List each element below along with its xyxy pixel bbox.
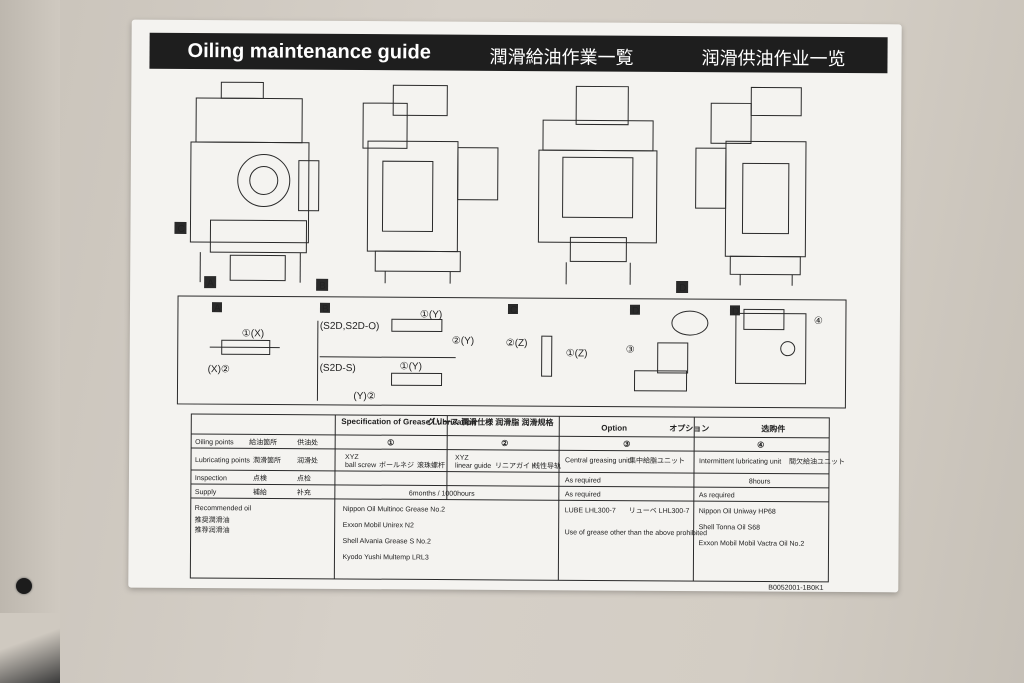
machine-rear-view: [537, 85, 658, 285]
row-insp-ja: 点検: [253, 473, 267, 482]
cell-ball-zh: 滚珠螺杆: [417, 460, 445, 469]
cell-intermittent: Intermittent lubricating unit: [699, 458, 781, 466]
cell-central-ja: 集中給脂ユニット: [629, 456, 685, 465]
part-number: B0052001-1B0K1: [768, 585, 823, 592]
machine-side-view-right: [695, 86, 807, 286]
table-h-option-ja: オプション: [669, 423, 709, 433]
row-oiling-ja: 給油箇所: [249, 437, 277, 446]
cell-six-months: 6months / 1000hours: [409, 490, 475, 497]
col-3: ③: [623, 440, 630, 449]
row-supply: Supply: [195, 489, 217, 496]
callout-a: A: [207, 278, 214, 289]
x1-label: ①(X): [242, 328, 264, 339]
opt-oil-3: Exxon Mobil Mobil Vactra Oil No.2: [699, 540, 805, 548]
cell-xyz-2: XYZ: [455, 455, 469, 462]
cell-as-required-3: As required: [565, 477, 601, 484]
plate-drawings: C A B D A B C D D ①(X) (X)② (S2D,S2D-O) …: [174, 81, 847, 592]
row-supply-zh: 补充: [297, 488, 311, 497]
opt-oil-1: Nippon Oil Uniway HP68: [699, 508, 776, 515]
oil-1: Nippon Oil Multinoc Grease No.2: [343, 506, 445, 514]
col-4: ④: [757, 440, 764, 449]
cell-linear-zh: 线性导轨: [533, 461, 561, 470]
detail-b-label: B: [322, 304, 329, 315]
y4-label: (Y)②: [353, 391, 375, 402]
z2-label: ①(Z): [566, 348, 588, 359]
row-oil: Recommended oil: [195, 505, 252, 512]
cell-linear-ja: リニアガイド: [495, 461, 537, 470]
row-lub-zh: 润滑处: [297, 456, 318, 465]
row-oiling-zh: 供油处: [297, 438, 318, 447]
opt-oil-2: Shell Tonna Oil S68: [699, 524, 761, 531]
dark-corner: [0, 613, 60, 683]
col-2: ②: [501, 439, 508, 448]
n3-label: ③: [626, 345, 635, 356]
cell-intermittent-ja: 間欠給油ユニット: [789, 457, 845, 466]
detail-c-label: C: [510, 305, 517, 316]
table-h-spec-ja: グリース 潤滑仕様: [427, 416, 494, 426]
row-insp: Inspection: [195, 475, 227, 482]
y3-label: ①(Y): [400, 361, 422, 372]
table-h-option-zh: 选购件: [761, 424, 785, 434]
oil-lube-ja: リューベ LHL300-7: [629, 507, 690, 515]
row-oil-zh: 推荐润滑油: [195, 525, 230, 534]
table-h-option: Option: [601, 424, 627, 433]
oil-3: Shell Alvania Grease S No.2: [343, 538, 431, 546]
callout-c: C: [177, 224, 184, 235]
oil-note: Use of grease other than the above prohi…: [565, 529, 708, 537]
col-1: ①: [387, 438, 394, 447]
b-variant1: (S2D,S2D-O): [320, 321, 380, 332]
machine-side-view-left: [362, 84, 499, 284]
cell-linear: linear guide: [455, 463, 491, 470]
cell-central: Central greasing unit: [565, 457, 630, 464]
detail-a-label: A: [214, 303, 221, 314]
table-h-spec-zh: 润滑脂 润滑规格: [495, 417, 554, 427]
wall-shadow: [0, 0, 60, 683]
oil-4: Kyodo Yushi Multemp LRL3: [342, 554, 428, 562]
wall-bolt: [16, 578, 32, 594]
row-supply-ja: 補給: [253, 487, 267, 496]
cell-ball-ja: ボールネジ: [379, 461, 414, 469]
maintenance-plate: Oiling maintenance guide 潤滑給油作業一覧 润滑供油作业…: [128, 19, 902, 593]
callout-markers: [174, 221, 741, 316]
y2-label: ②(Y): [452, 336, 474, 347]
table-h-spec: Specification of Grease Lubrication: [341, 417, 476, 427]
n4-label: ④: [814, 316, 823, 327]
machine-front-view: [189, 81, 320, 283]
cell-ball: ball screw: [345, 462, 377, 469]
z1-label: ②(Z): [506, 338, 528, 349]
detail-panel: [176, 295, 847, 409]
callout-b: B: [319, 281, 326, 292]
spec-table: [189, 413, 830, 583]
oil-2: Exxon Mobil Unirex N2: [343, 522, 414, 529]
cell-as-required-3b: As required: [565, 491, 601, 498]
detail-d2-label: D: [732, 306, 739, 317]
cell-xyz-1: XYZ: [345, 454, 359, 461]
row-lub-ja: 潤滑箇所: [253, 455, 281, 464]
y1-label: ①(Y): [420, 309, 442, 320]
cell-eight-hours: 8hours: [749, 478, 771, 485]
row-lub: Lubricating points: [195, 457, 250, 464]
cell-as-required-4: As required: [699, 492, 735, 499]
x2-label: (X)②: [208, 364, 230, 375]
row-oil-ja: 推奨潤滑油: [195, 515, 230, 524]
b-variant2: (S2D-S): [320, 363, 356, 374]
detail-d1-label: D: [632, 306, 639, 317]
oil-lube: LUBE LHL300-7: [565, 507, 616, 514]
row-oiling: Oiling points: [195, 439, 234, 446]
callout-d: D: [679, 283, 686, 294]
row-insp-zh: 点检: [297, 474, 311, 483]
